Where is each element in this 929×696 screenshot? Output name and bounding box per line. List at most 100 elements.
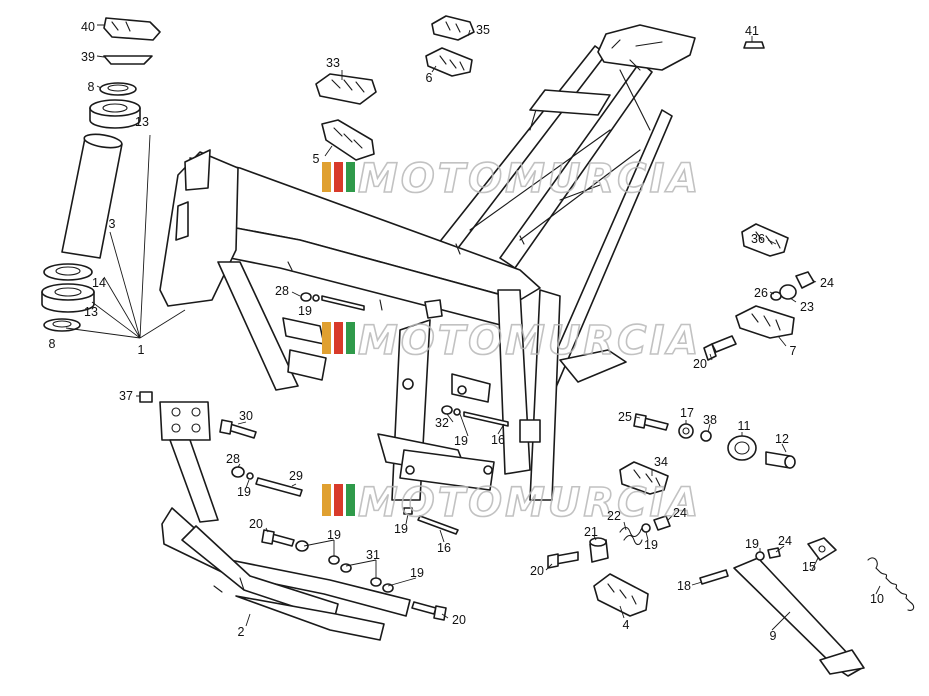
callout-14: 14: [92, 276, 106, 290]
part-16-bolt-b: [417, 515, 459, 535]
callout-4: 4: [623, 618, 630, 632]
part-9-side-stand: [733, 557, 865, 677]
part-40-cap: [103, 17, 161, 41]
part-32-washer: [441, 405, 453, 415]
part-21-spacer: [589, 537, 609, 563]
watermark-middle: MOTOMURCIA: [322, 317, 701, 365]
callout-23: 23: [800, 300, 814, 314]
callout-28: 28: [226, 452, 240, 466]
callout-1: 1: [138, 343, 145, 357]
part-17-washer: [678, 423, 694, 439]
part-8-nut-top: [99, 82, 137, 96]
part-6-footpeg: [425, 47, 473, 77]
part-4-footpeg: [593, 573, 649, 617]
part-16-bolt-a: [463, 411, 509, 427]
part-bolt-long-a: [321, 295, 365, 311]
part-20-bolt-d: [411, 601, 447, 621]
part-28-washer-b: [231, 466, 245, 478]
part-19-washer-e: [755, 551, 765, 561]
part-23-washer: [779, 284, 797, 300]
callout-13: 13: [84, 305, 98, 319]
callout-26: 26: [754, 286, 768, 300]
part-19-washers-stand: [295, 540, 394, 593]
callout-38: 38: [703, 413, 717, 427]
part-7-footpeg: [735, 305, 795, 339]
part-24-nut-c: [767, 547, 781, 559]
steering-head-parts: [41, 17, 186, 339]
part-34-pad: [619, 461, 669, 495]
part-24-nut-b: [653, 515, 671, 531]
watermark-text: MOTOMURCIA: [358, 156, 701, 202]
part-13-bearing-bottom: [41, 283, 95, 313]
callout-40: 40: [81, 20, 95, 34]
callout-35: 35: [476, 23, 490, 37]
watermark-bottom: MOTOMURCIA: [322, 479, 701, 527]
callout-19: 19: [298, 304, 312, 318]
callout-24: 24: [820, 276, 834, 290]
part-11-bushing: [727, 435, 757, 461]
callout-18: 18: [677, 579, 691, 593]
watermark-text: MOTOMURCIA: [358, 480, 701, 526]
callout-13: 13: [135, 115, 149, 129]
callout-8: 8: [49, 337, 56, 351]
callout-19: 19: [237, 485, 251, 499]
part-30-bolt: [219, 419, 257, 439]
part-19-washer-a: [312, 294, 320, 302]
callout-19: 19: [644, 538, 658, 552]
part-41-nut: [743, 41, 765, 49]
part-3-steering-tube: [61, 133, 123, 259]
callout-21: 21: [584, 525, 598, 539]
callout-12: 12: [775, 432, 789, 446]
part-20-bolt-a: [703, 335, 737, 361]
watermark-top: MOTOMURCIA: [322, 155, 701, 203]
callout-30: 30: [239, 409, 253, 423]
callout-8: 8: [88, 80, 95, 94]
callout-2: 2: [238, 625, 245, 639]
part-24-nut: [795, 271, 815, 289]
part-19-washer-b: [453, 408, 461, 416]
part-18-bolt: [699, 569, 729, 585]
callout-39: 39: [81, 50, 95, 64]
part-38-washer: [700, 430, 712, 442]
callout-20: 20: [452, 613, 466, 627]
callout-7: 7: [790, 344, 797, 358]
callout-6: 6: [426, 71, 433, 85]
part-20-bolt-b: [547, 551, 579, 569]
callout-20: 20: [530, 564, 544, 578]
part-29-bolt: [255, 477, 303, 497]
part-25-bolt: [633, 413, 669, 431]
part-12-spacer: [765, 451, 796, 469]
callout-17: 17: [680, 406, 694, 420]
callout-31: 31: [366, 548, 380, 562]
callout-5: 5: [313, 152, 320, 166]
callout-32: 32: [435, 416, 449, 430]
leader-lines: [96, 24, 881, 631]
callout-11: 11: [738, 419, 751, 433]
callout-24: 24: [778, 534, 792, 548]
callout-28: 28: [275, 284, 289, 298]
part-10-spring: [867, 557, 915, 611]
callout-34: 34: [654, 455, 668, 469]
watermark-text: MOTOMURCIA: [358, 318, 701, 364]
callout-24: 24: [673, 506, 687, 520]
part-39-washer: [103, 55, 153, 65]
part-36-pad: [741, 223, 789, 257]
callout-15: 15: [802, 560, 816, 574]
part-13-bearing-top: [89, 99, 141, 129]
part-19-washer-c: [403, 507, 413, 515]
callout-19: 19: [454, 434, 468, 448]
part-15-bracket: [807, 537, 837, 561]
part-33-pad: [315, 73, 377, 105]
callout-19: 19: [410, 566, 424, 580]
callout-9: 9: [770, 629, 777, 643]
part-2-center-stand: [159, 401, 411, 641]
callout-19: 19: [327, 528, 341, 542]
part-5-footpeg: [321, 119, 375, 161]
part-28-washer-a: [300, 292, 312, 302]
part-35-pad: [431, 15, 475, 41]
callout-37: 37: [119, 389, 133, 403]
callout-20: 20: [249, 517, 263, 531]
callout-16: 16: [437, 541, 451, 555]
